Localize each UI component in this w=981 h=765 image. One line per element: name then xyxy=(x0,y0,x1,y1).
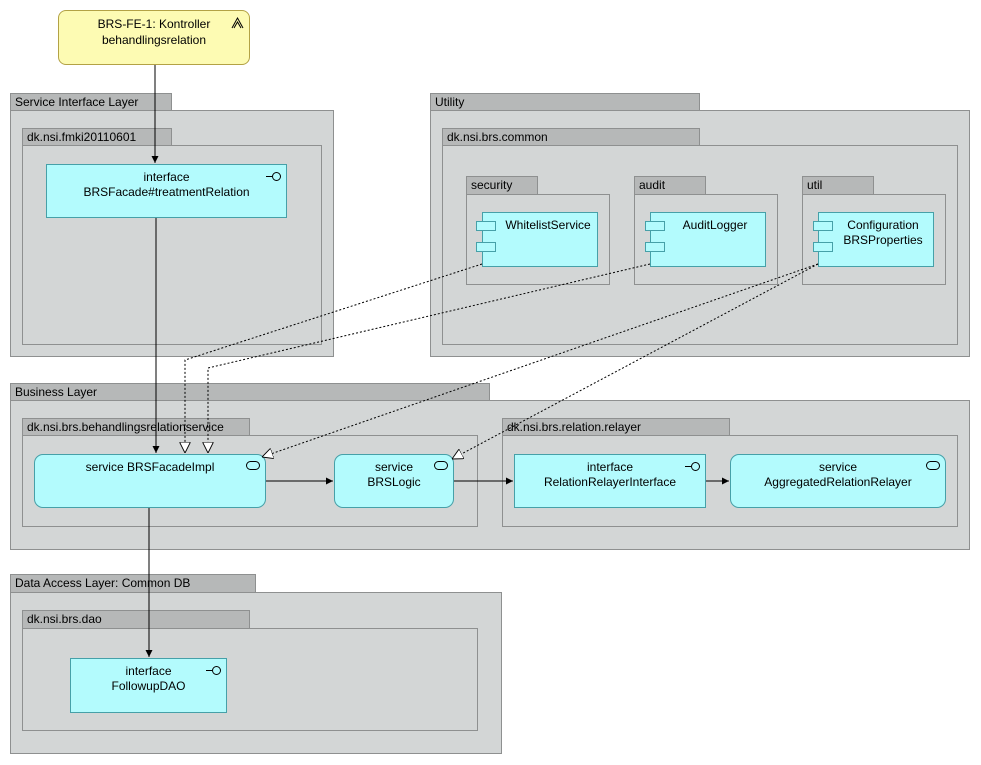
package-relayer-tab: dk.nsi.brs.relation.relayer xyxy=(502,418,730,436)
package-audit-tab: audit xyxy=(634,176,706,195)
brs-properties-name: BRSProperties xyxy=(843,233,923,247)
brs-facade-name: BRSFacade#treatmentRelation xyxy=(83,185,250,199)
service-interface-layer-title: Service Interface Layer xyxy=(15,95,139,109)
data-access-layer-title: Data Access Layer: Common DB xyxy=(15,576,191,590)
realization-auditlogger xyxy=(208,263,651,453)
aggregated-relayer-stereotype: service xyxy=(818,460,857,474)
whitelist-service-name: WhitelistService xyxy=(505,218,591,232)
realization-whitelist xyxy=(185,263,483,453)
interface-icon xyxy=(691,462,700,471)
whitelist-service-component[interactable]: WhitelistService xyxy=(482,212,598,267)
interface-icon xyxy=(272,172,281,181)
audit-logger-name: AuditLogger xyxy=(682,218,748,232)
brs-logic-name: BRSLogic xyxy=(367,475,421,489)
utility-layer-title: Utility xyxy=(435,95,465,109)
followup-dao-name: FollowupDAO xyxy=(111,679,186,693)
realization-properties-impl xyxy=(262,263,819,457)
brs-logic-stereotype: service xyxy=(374,460,413,474)
package-security-title: security xyxy=(471,178,513,192)
requirement-line2: behandlingsrelation xyxy=(101,33,207,47)
relation-relayer-stereotype: interface xyxy=(586,460,634,474)
audit-logger-component[interactable]: AuditLogger xyxy=(650,212,766,267)
package-util-tab: util xyxy=(802,176,874,195)
aggregated-relayer-name: AggregatedRelationRelayer xyxy=(764,475,912,489)
component-icon-upper xyxy=(476,221,496,231)
package-dao-tab: dk.nsi.brs.dao xyxy=(22,610,250,629)
package-common-title: dk.nsi.brs.common xyxy=(447,130,548,144)
service-icon xyxy=(246,461,260,470)
relation-relayer-name: RelationRelayerInterface xyxy=(543,475,677,489)
package-fmki-title: dk.nsi.fmki20110601 xyxy=(27,130,137,144)
brs-facade-impl-name: service BRSFacadeImpl xyxy=(85,460,215,474)
interface-icon-stem xyxy=(206,670,212,671)
brs-facade-stereotype: interface xyxy=(143,170,190,184)
package-common-tab: dk.nsi.brs.common xyxy=(442,128,700,146)
package-relayer-title: dk.nsi.brs.relation.relayer xyxy=(507,420,642,434)
brs-properties-stereotype: Configuration xyxy=(847,218,919,232)
service-icon xyxy=(434,461,448,470)
aggregated-relation-relayer-service[interactable]: service AggregatedRelationRelayer xyxy=(730,454,946,508)
relation-relayer-interface[interactable]: interface RelationRelayerInterface xyxy=(514,454,706,508)
brs-logic-service[interactable]: service BRSLogic xyxy=(334,454,454,508)
followup-dao-interface[interactable]: interface FollowupDAO xyxy=(70,658,227,713)
realization-properties-logic xyxy=(452,263,819,459)
package-dao-title: dk.nsi.brs.dao xyxy=(27,612,102,626)
interface-icon-stem xyxy=(266,176,272,177)
business-layer-tab: Business Layer xyxy=(10,383,490,401)
component-icon-upper xyxy=(645,221,665,231)
component-icon-lower xyxy=(813,242,833,252)
package-behandlingsrelationservice-title: dk.nsi.brs.behandlingsrelationservice xyxy=(27,420,224,434)
brs-facade-impl-service[interactable]: service BRSFacadeImpl xyxy=(34,454,266,508)
requirement-line1: BRS-FE-1: Kontroller xyxy=(97,17,211,31)
business-layer-title: Business Layer xyxy=(15,385,98,399)
followup-dao-stereotype: interface xyxy=(125,664,172,678)
component-icon-lower xyxy=(476,242,496,252)
package-util-title: util xyxy=(807,178,823,192)
component-icon-upper xyxy=(813,221,833,231)
service-icon xyxy=(926,461,940,470)
data-access-layer-tab: Data Access Layer: Common DB xyxy=(10,574,256,593)
brs-properties-component[interactable]: Configuration BRSProperties xyxy=(818,212,934,267)
interface-icon-stem xyxy=(685,466,691,467)
requirement-icon xyxy=(231,16,244,29)
requirement-box[interactable]: BRS-FE-1: Kontroller behandlingsrelation xyxy=(58,10,250,65)
package-audit-title: audit xyxy=(639,178,666,192)
service-interface-layer-tab: Service Interface Layer xyxy=(10,93,172,111)
component-icon-lower xyxy=(645,242,665,252)
interface-icon xyxy=(212,666,221,675)
brs-facade-interface[interactable]: interface BRSFacade#treatmentRelation xyxy=(46,164,287,218)
